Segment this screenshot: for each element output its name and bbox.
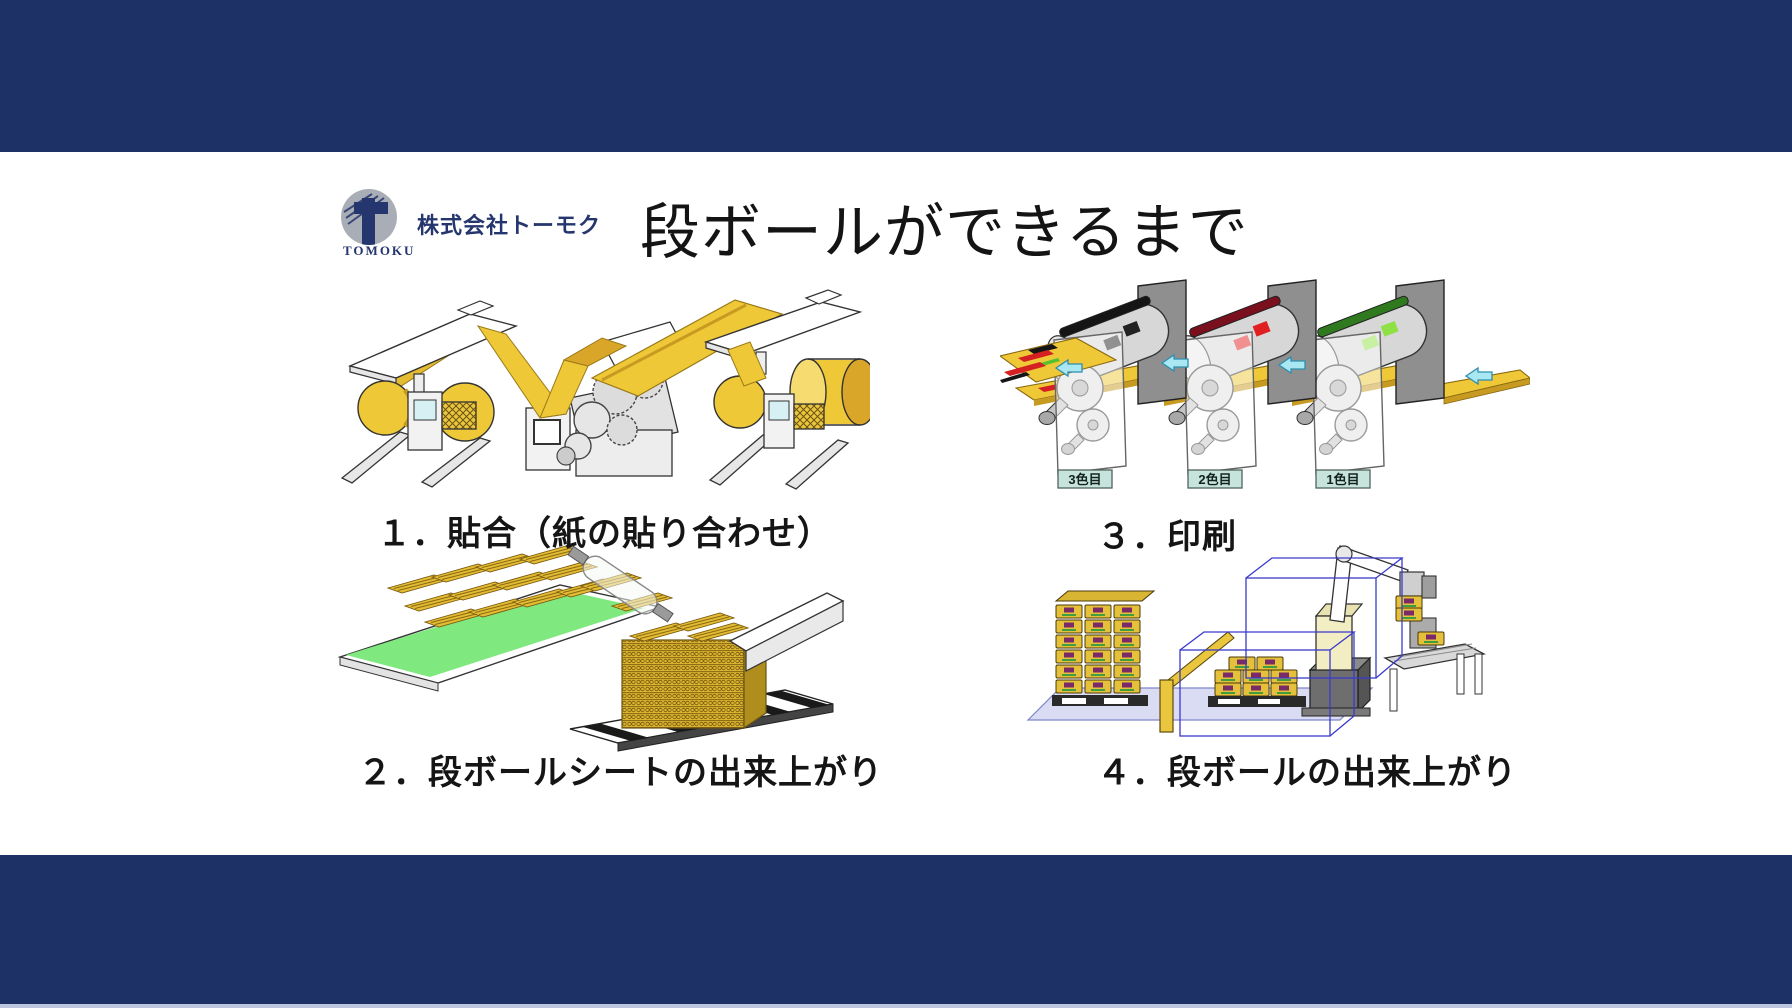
top-navy-bar: [0, 0, 1792, 152]
print-unit-2: 2色目: [1144, 279, 1317, 489]
sheet-stack: [621, 612, 767, 730]
palletizing-robot-illustration: [1026, 545, 1486, 737]
printed-exit-sheet: [1000, 337, 1118, 383]
print-unit-label: 2色目: [1198, 472, 1231, 487]
bottom-edge-strip: [0, 1004, 1792, 1008]
striped-conveyor: [569, 689, 834, 752]
paper-webs: [476, 325, 628, 419]
tomoku-wordmark: TOMOKU: [343, 243, 416, 258]
sheet-stacking-illustration: [337, 545, 845, 752]
step-4-caption: ４．段ボールの出来上がり: [1097, 754, 1517, 792]
green-conveyor-table: [337, 545, 673, 692]
right-roll-stand: [703, 289, 870, 490]
print-unit-3: 3色目: [1014, 279, 1187, 489]
palletizing-robot: [1301, 545, 1437, 717]
flow-arrows: [1054, 353, 1493, 386]
partial-pallet-stack: [1208, 656, 1306, 707]
rising-paper-web: [590, 299, 784, 397]
page-title: 段ボールができるまで: [640, 199, 1249, 266]
tomoku-logo: [340, 188, 430, 246]
print-unit-label: 3色目: [1068, 472, 1101, 487]
print-unit-label: 1色目: [1326, 472, 1359, 487]
full-pallet-stack: [1052, 590, 1156, 706]
guide-rail: [728, 592, 845, 672]
glue-machine: [525, 321, 687, 477]
yellow-post: [1159, 631, 1235, 733]
left-roll-stand: [340, 300, 519, 488]
safety-cage-wireframe: [1179, 557, 1404, 737]
bottom-navy-bar: [0, 855, 1792, 1004]
press-roller: [567, 545, 674, 623]
step-3-caption: ３．印刷: [1097, 518, 1237, 556]
output-table: [1383, 631, 1486, 712]
tomoku-logo-mark-icon: [341, 189, 397, 245]
print-unit-1: 1色目: [1272, 279, 1445, 489]
floor-platform: [1026, 687, 1374, 721]
step-2-caption: ２．段ボールシートの出来上がり: [358, 754, 883, 792]
corrugator-lamination-illustration: [340, 289, 870, 490]
entry-sheet: [1428, 369, 1530, 405]
flexo-printing-illustration: 1色目 2色目: [1000, 279, 1530, 489]
company-name: 株式会社トーモク: [417, 213, 602, 238]
step-1-caption: １．貼合（紙の貼り合わせ）: [377, 515, 832, 553]
